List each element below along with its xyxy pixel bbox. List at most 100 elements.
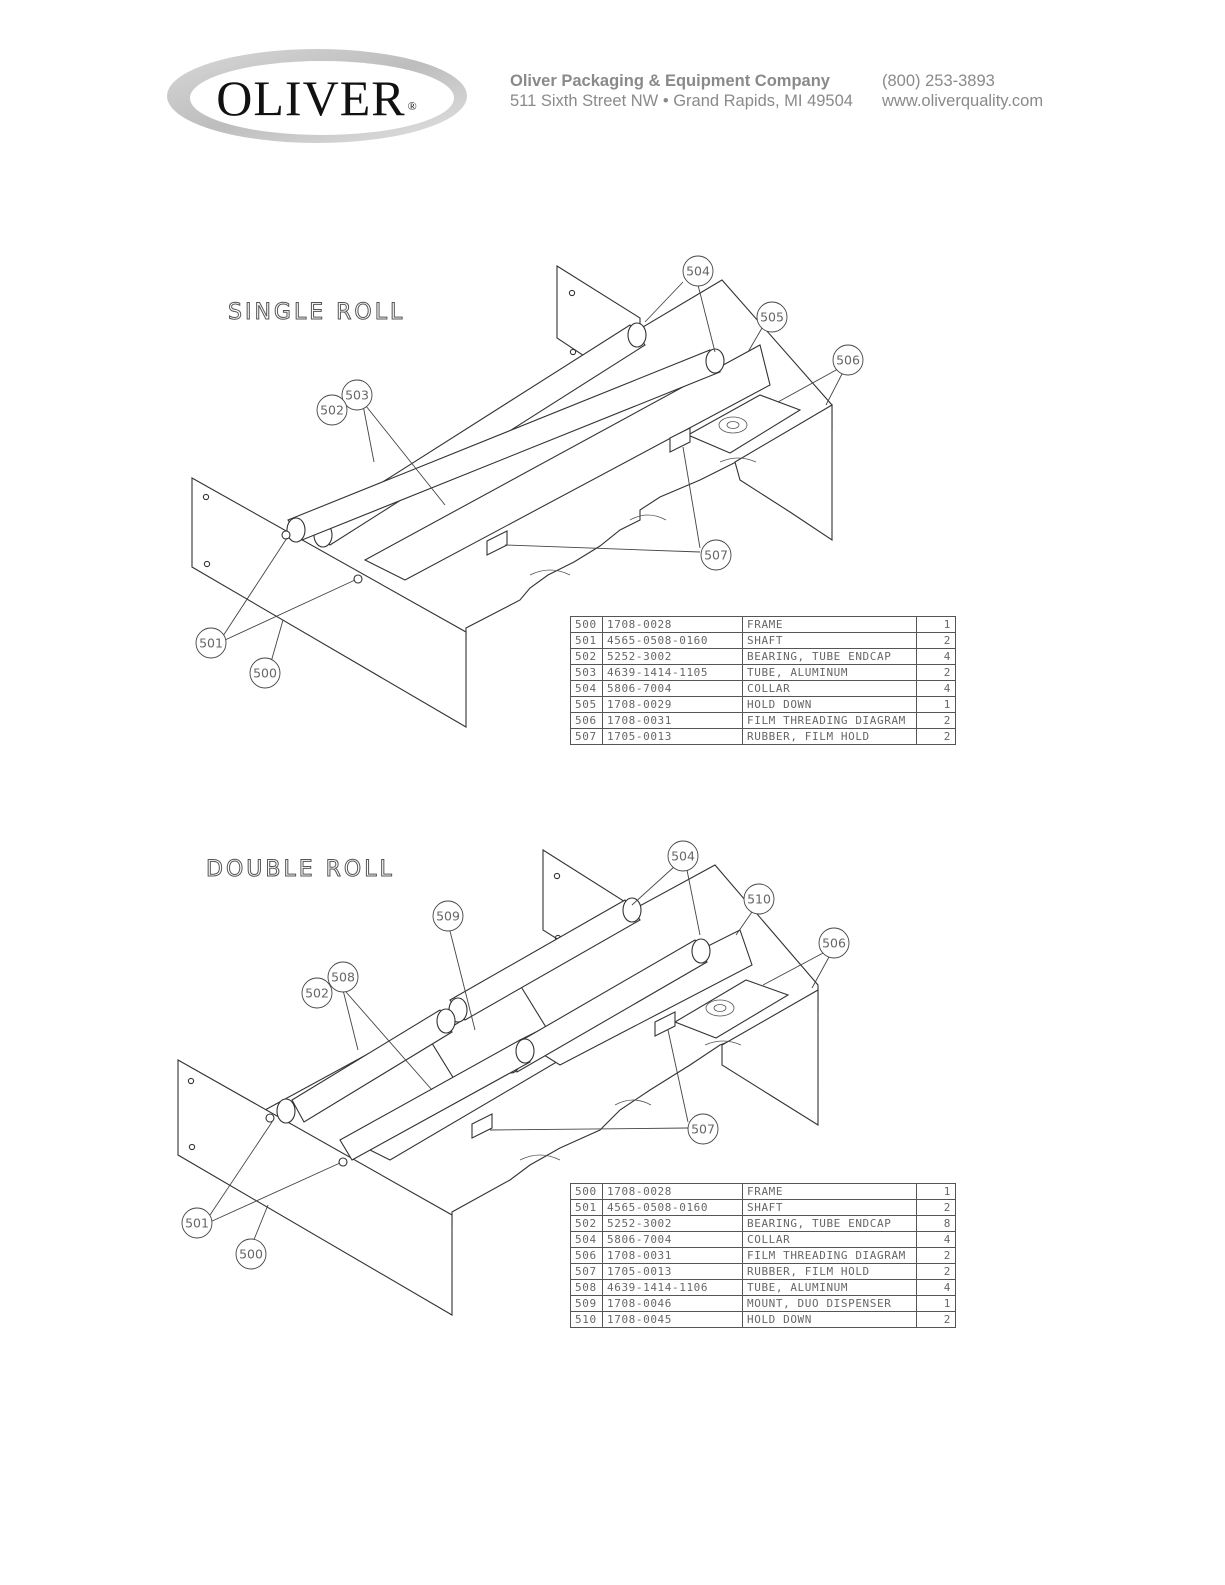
single-roll-title: SINGLE ROLL	[227, 300, 406, 326]
item-number-cell: 508	[570, 1279, 603, 1296]
callout-506: 506	[832, 344, 864, 376]
quantity-cell: 1	[916, 616, 956, 633]
item-number-cell: 501	[570, 632, 603, 649]
description-cell: RUBBER, FILM HOLD	[742, 1263, 917, 1280]
part-number-cell: 1708-0031	[602, 712, 743, 729]
logo-wordmark: OLIVER	[216, 70, 406, 126]
quantity-cell: 2	[916, 1247, 956, 1264]
callout-502: 502	[316, 394, 348, 426]
callout-510: 510	[743, 883, 775, 915]
part-number-cell: 5806-7004	[602, 680, 743, 697]
double-roll-assembly: 504 510 509 506 508 502 507 501 500	[177, 840, 850, 1316]
callout-507: 507	[687, 1113, 719, 1145]
part-number-cell: 5252-3002	[602, 1215, 743, 1232]
roller-front-upper	[291, 1009, 453, 1123]
part-number-cell: 1708-0046	[602, 1295, 743, 1312]
phone-number: (800) 253-3893	[882, 72, 995, 90]
svg-text:507: 507	[691, 1122, 715, 1137]
rubber-pad	[669, 427, 691, 453]
description-cell: HOLD DOWN	[742, 696, 917, 713]
description-cell: FRAME	[742, 616, 917, 633]
quantity-cell: 2	[916, 632, 956, 649]
callout-501: 501	[195, 627, 227, 659]
svg-text:506: 506	[836, 353, 860, 368]
quantity-cell: 2	[916, 664, 956, 681]
contact-info: (800) 253-3893 www.oliverquality.com	[882, 71, 1043, 111]
item-number-cell: 505	[570, 696, 603, 713]
quantity-cell: 2	[916, 712, 956, 729]
company-name: Oliver Packaging & Equipment Company	[510, 72, 830, 90]
item-number-cell: 509	[570, 1295, 603, 1312]
item-number-cell: 504	[570, 680, 603, 697]
single-roll-assembly: 504 505 506 503 502 507 501 500	[191, 255, 864, 728]
part-number-cell: 4565-0508-0160	[602, 632, 743, 649]
callout-500: 500	[249, 657, 281, 689]
part-number-cell: 1708-0031	[602, 1247, 743, 1264]
description-cell: HOLD DOWN	[742, 1311, 917, 1328]
company-info: Oliver Packaging & Equipment Company 511…	[510, 71, 853, 111]
right-side-plate	[734, 404, 833, 542]
front-side-plate	[191, 477, 467, 728]
callout-501: 501	[181, 1207, 213, 1239]
quantity-cell: 1	[916, 1183, 956, 1200]
item-number-cell: 503	[570, 664, 603, 681]
quantity-cell: 4	[916, 1279, 956, 1296]
part-number-cell: 1705-0013	[602, 728, 743, 745]
callout-505: 505	[756, 301, 788, 333]
quantity-cell: 4	[916, 680, 956, 697]
quantity-cell: 2	[916, 1311, 956, 1328]
roller-front-lower	[339, 1039, 531, 1161]
description-cell: TUBE, ALUMINUM	[742, 1279, 917, 1296]
double-roll-title: DOUBLE ROLL	[206, 857, 395, 883]
description-cell: BEARING, TUBE ENDCAP	[742, 1215, 917, 1232]
item-number-cell: 506	[570, 1247, 603, 1264]
item-number-cell: 502	[570, 648, 603, 665]
hold-down-bar	[363, 344, 771, 581]
svg-text:510: 510	[747, 892, 771, 907]
svg-text:505: 505	[760, 310, 784, 325]
front-side-plate	[177, 1059, 453, 1316]
description-cell: COLLAR	[742, 680, 917, 697]
description-cell: FRAME	[742, 1183, 917, 1200]
website-link[interactable]: www.oliverquality.com	[882, 92, 1044, 110]
rubber-pad	[654, 1011, 676, 1037]
callout-504: 504	[667, 840, 699, 872]
logo-swoosh	[167, 49, 467, 143]
description-cell: TUBE, ALUMINUM	[742, 664, 917, 681]
svg-text:507: 507	[704, 548, 728, 563]
svg-text:503: 503	[345, 388, 369, 403]
part-number-cell: 5252-3002	[602, 648, 743, 665]
item-number-cell: 504	[570, 1231, 603, 1248]
callout-509: 509	[432, 900, 464, 932]
quantity-cell: 2	[916, 1199, 956, 1216]
part-number-cell: 1705-0013	[602, 1263, 743, 1280]
callout-508: 508	[327, 961, 359, 993]
description-cell: FILM THREADING DIAGRAM	[742, 1247, 917, 1264]
quantity-cell: 4	[916, 1231, 956, 1248]
part-number-cell: 1708-0045	[602, 1311, 743, 1328]
quantity-cell: 8	[916, 1215, 956, 1232]
svg-text:504: 504	[671, 849, 695, 864]
film-threading-label	[673, 979, 790, 1039]
part-number-cell: 1708-0029	[602, 696, 743, 713]
svg-text:509: 509	[436, 909, 460, 924]
svg-text:501: 501	[199, 636, 223, 651]
quantity-cell: 1	[916, 1295, 956, 1312]
registered-mark: ®	[407, 98, 418, 113]
right-side-plate	[721, 989, 819, 1126]
item-number-cell: 500	[570, 616, 603, 633]
part-number-cell: 4565-0508-0160	[602, 1199, 743, 1216]
